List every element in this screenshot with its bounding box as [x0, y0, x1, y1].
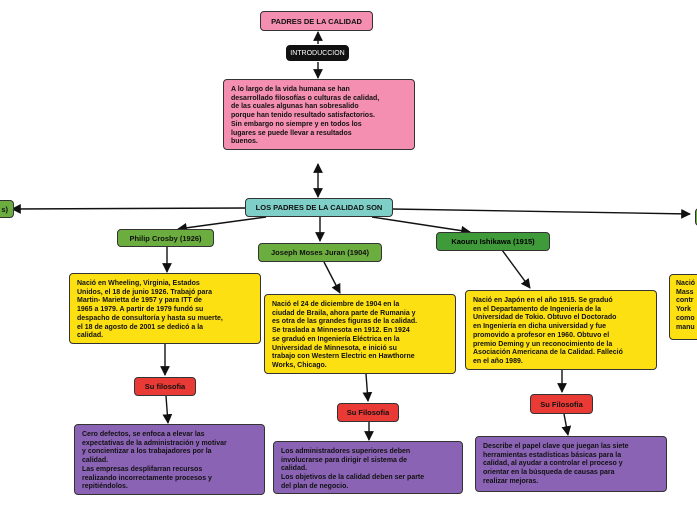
philosophy-label-ishikawa[interactable]: Su Filosofia: [530, 394, 593, 414]
title-node[interactable]: PADRES DE LA CALIDAD: [260, 11, 373, 31]
philosophy-text-juran[interactable]: Los administradores superiores deben inv…: [273, 441, 463, 494]
link-center-ishikawa: [371, 216, 471, 236]
father-bio-ishikawa[interactable]: Nació en Japón en el año 1915. Se graduó…: [465, 290, 657, 370]
father-name-ishikawa[interactable]: Kaouru Ishikawa (1915): [436, 232, 550, 251]
philosophy-text-crosby[interactable]: Cero defectos, se enfoca a elevar las ex…: [74, 424, 265, 495]
philosophy-text-ishikawa[interactable]: Describe el papel clave que juegan las s…: [475, 436, 667, 492]
father-name-crosby[interactable]: Philip Crosby (1926): [117, 229, 214, 247]
left-cut-node[interactable]: s): [0, 200, 14, 218]
philosophy-label-juran[interactable]: Su Filosofia: [337, 403, 399, 422]
link-center-right: [391, 208, 691, 219]
philosophy-label-crosby[interactable]: Su filosofia: [134, 377, 196, 396]
father-name-juran[interactable]: Joseph Moses Juran (1904): [258, 243, 382, 262]
link-ishikawa-bio: [501, 249, 531, 289]
right-cut-bio[interactable]: Nació Mass contr York como manu: [669, 274, 697, 340]
link-center-left: [11, 204, 247, 214]
introduction-text[interactable]: A lo largo de la vida humana se han desa…: [223, 79, 415, 150]
link-juran-philosophy: [362, 373, 373, 402]
father-bio-crosby[interactable]: Nació en Wheeling, Virginia, Estados Uni…: [69, 273, 261, 344]
link-juran-bio: [323, 261, 341, 294]
introduction-label[interactable]: INTRODUCCION: [286, 45, 349, 61]
father-bio-juran[interactable]: Nació el 24 de diciembre de 1904 en la c…: [264, 294, 456, 374]
link-ishikawa-text: [561, 413, 572, 436]
link-center-crosby: [177, 216, 267, 233]
link-crosby-text: [162, 395, 173, 424]
center-node[interactable]: LOS PADRES DE LA CALIDAD SON: [245, 198, 393, 217]
